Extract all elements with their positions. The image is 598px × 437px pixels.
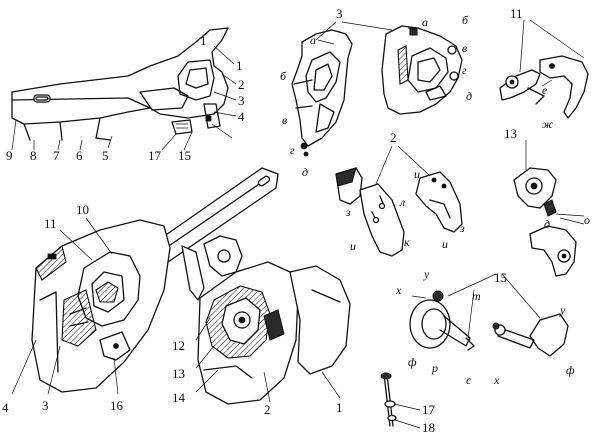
label-3-bottom: 3 xyxy=(42,398,49,413)
label-15: 15 xyxy=(494,270,507,285)
part-15-labels: 15 у х ф р с т х у ф xyxy=(395,267,575,387)
label-2-k: к xyxy=(404,235,410,249)
part-2-leaders xyxy=(375,145,431,185)
label-2-z2: з xyxy=(459,221,465,235)
label-17: 17 xyxy=(148,148,162,163)
label-3-a2: а xyxy=(422,15,428,29)
label-15-f2: ф xyxy=(566,363,575,377)
part-3-labels: 3 а б в г д а б в г д xyxy=(280,6,472,179)
label-9: 9 xyxy=(6,148,13,163)
label-4-bottom: 4 xyxy=(2,400,9,415)
label-15-s: с xyxy=(466,373,472,387)
part-13-leaders xyxy=(525,140,585,225)
bottom-assembly-leaders xyxy=(11,217,341,403)
label-2-bottom: 2 xyxy=(264,402,271,417)
label-3-b2: б xyxy=(462,13,469,27)
part-15-leaders xyxy=(411,273,541,339)
label-3-g: г xyxy=(290,143,295,157)
label-11: 11 xyxy=(510,6,523,21)
part-17-18-labels: 17 18 xyxy=(422,402,436,435)
label-3-v: в xyxy=(282,113,287,127)
label-2-i: и xyxy=(414,167,420,181)
label-15: 15 xyxy=(178,148,191,163)
label-18: 18 xyxy=(422,420,435,435)
label-2: 2 xyxy=(238,77,245,92)
label-2-l: л xyxy=(399,195,405,209)
label-1-bottom: 1 xyxy=(336,400,343,415)
label-16: 16 xyxy=(110,398,124,413)
part-13-link xyxy=(513,167,577,277)
label-1a: 1 xyxy=(200,33,207,48)
label-15-u: у xyxy=(423,267,430,281)
label-15-t: т xyxy=(472,289,481,303)
top-assembly-leaders xyxy=(11,45,237,151)
label-2-i2: и xyxy=(350,239,356,253)
label-17: 17 xyxy=(422,402,436,417)
label-11-bottom: 11 xyxy=(44,216,57,231)
label-13-bottom: 13 xyxy=(172,366,185,381)
label-15-r: р xyxy=(431,361,438,375)
label-13-o: о xyxy=(584,213,590,227)
label-4: 4 xyxy=(238,109,245,124)
label-3-d: д xyxy=(302,165,308,179)
label-11-zh: ж xyxy=(542,117,553,131)
label-12: 12 xyxy=(172,338,185,353)
part-11-labels: 11 е ж xyxy=(510,6,553,131)
part-17-18-bolt xyxy=(380,372,421,429)
label-3-v2: в xyxy=(462,41,467,55)
label-2: 2 xyxy=(390,130,397,145)
part-11-leaders xyxy=(519,19,585,87)
label-3: 3 xyxy=(238,93,245,108)
label-3-title: 3 xyxy=(336,6,343,21)
label-15-kh2: х xyxy=(493,373,500,387)
part-15-roller xyxy=(409,290,569,357)
label-10: 10 xyxy=(76,202,89,217)
label-5: 5 xyxy=(102,148,109,163)
label-3-g2: г xyxy=(462,63,467,77)
label-6: 6 xyxy=(76,148,83,163)
part-11-lever xyxy=(499,55,589,119)
label-3-a: а xyxy=(310,33,316,47)
coupler-side-view xyxy=(11,27,229,141)
label-1b: 1 xyxy=(236,58,243,73)
part-3-leaders xyxy=(315,21,417,45)
label-14: 14 xyxy=(172,390,186,405)
part-3-lock xyxy=(291,25,463,157)
label-13-d: д xyxy=(544,217,550,231)
top-assembly-labels: 1 1 2 3 4 5 6 7 8 9 17 15 xyxy=(6,33,245,163)
label-15-u2: у xyxy=(559,303,566,317)
label-8: 8 xyxy=(30,148,37,163)
part-2-labels: 2 и з и к л и з xyxy=(345,130,465,253)
label-2-i3: и xyxy=(442,237,448,251)
label-3-d2: д xyxy=(466,89,472,103)
label-11-e: е xyxy=(542,83,548,97)
label-15-f: ф xyxy=(408,355,417,369)
part-2-lock-holder xyxy=(335,167,463,257)
label-7: 7 xyxy=(53,148,60,163)
part-13-labels: 13 д о xyxy=(504,126,590,231)
coupler-assembled-view xyxy=(31,167,351,405)
label-2-z: з xyxy=(345,205,351,219)
label-15-kh: х xyxy=(395,283,402,297)
label-3-b: б xyxy=(280,69,287,83)
label-13: 13 xyxy=(504,126,517,141)
bottom-assembly-labels: 10 11 4 3 16 12 13 14 2 1 xyxy=(2,202,343,417)
